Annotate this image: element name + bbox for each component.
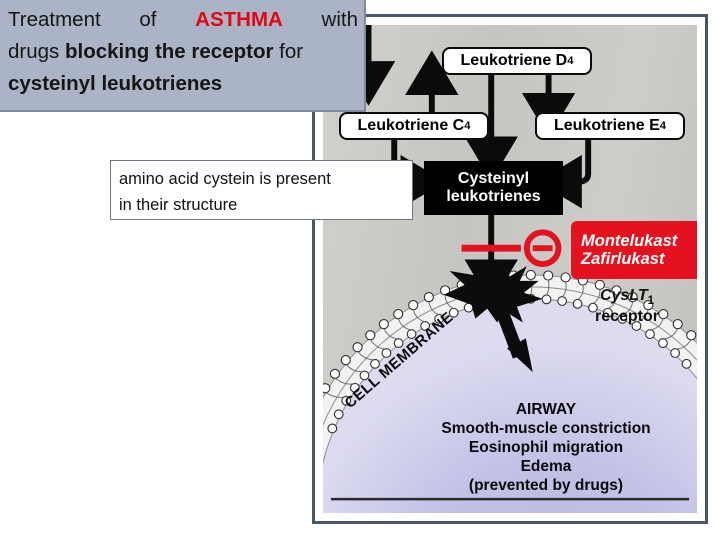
title-line-3: cysteinyl leukotrienes bbox=[8, 72, 223, 95]
note-line-1: amino acid cystein is present bbox=[119, 170, 331, 188]
title-word-asthma: ASTHMA bbox=[195, 8, 283, 31]
title-word-drugs: drugs bbox=[8, 40, 60, 63]
title-word-of: of bbox=[139, 8, 157, 31]
node-leukotriene-c4-subscript: 4 bbox=[464, 120, 471, 132]
drug-name-montelukast: Montelukast bbox=[581, 231, 678, 250]
node-leukotriene-c4-label: Leukotriene C bbox=[357, 117, 465, 134]
receptor-name: CysLT bbox=[599, 287, 648, 304]
airway-effect-2: Eosinophil migration bbox=[468, 438, 624, 456]
airway-effect-1: Smooth-muscle constriction bbox=[441, 419, 651, 437]
note-callout: amino acid cystein is present in their s… bbox=[110, 160, 413, 220]
node-leukotriene-d4-subscript: 4 bbox=[567, 55, 574, 67]
title-phrase-blocking-receptor: blocking the receptor bbox=[64, 40, 274, 63]
receptor-label: CysLT1 receptor bbox=[571, 287, 683, 325]
node-leukotriene-e4-label: Leukotriene E bbox=[553, 117, 660, 134]
title-line-2: drugs blocking the receptor for bbox=[8, 36, 358, 68]
title-word-for: for bbox=[279, 40, 304, 63]
drug-callout-box: Montelukast Zafirlukast bbox=[571, 221, 697, 279]
airway-note: (prevented by drugs) bbox=[468, 476, 624, 494]
title-callout: Treatment of ASTHMA with drugs blocking … bbox=[0, 0, 366, 112]
note-line-2: in their structure bbox=[119, 196, 238, 214]
node-leukotriene-d4-label: Leukotriene D bbox=[460, 52, 568, 69]
receptor-subscript: 1 bbox=[647, 295, 655, 308]
node-cysteinyl-line-2: leukotrienes bbox=[446, 188, 541, 205]
airway-effect-3: Edema bbox=[520, 457, 572, 475]
title-word-with: with bbox=[321, 8, 358, 31]
drug-name-zafirlukast: Zafirlukast bbox=[581, 250, 665, 268]
title-line-1: Treatment of ASTHMA with bbox=[8, 4, 358, 36]
airway-effects-label: AIRWAY Smooth-muscle constriction Eosino… bbox=[393, 401, 697, 496]
title-word-treatment: Treatment bbox=[8, 8, 101, 31]
airway-heading: AIRWAY bbox=[515, 401, 577, 418]
receptor-word: receptor bbox=[594, 307, 660, 325]
node-leukotriene-e4-subscript: 4 bbox=[659, 120, 667, 132]
